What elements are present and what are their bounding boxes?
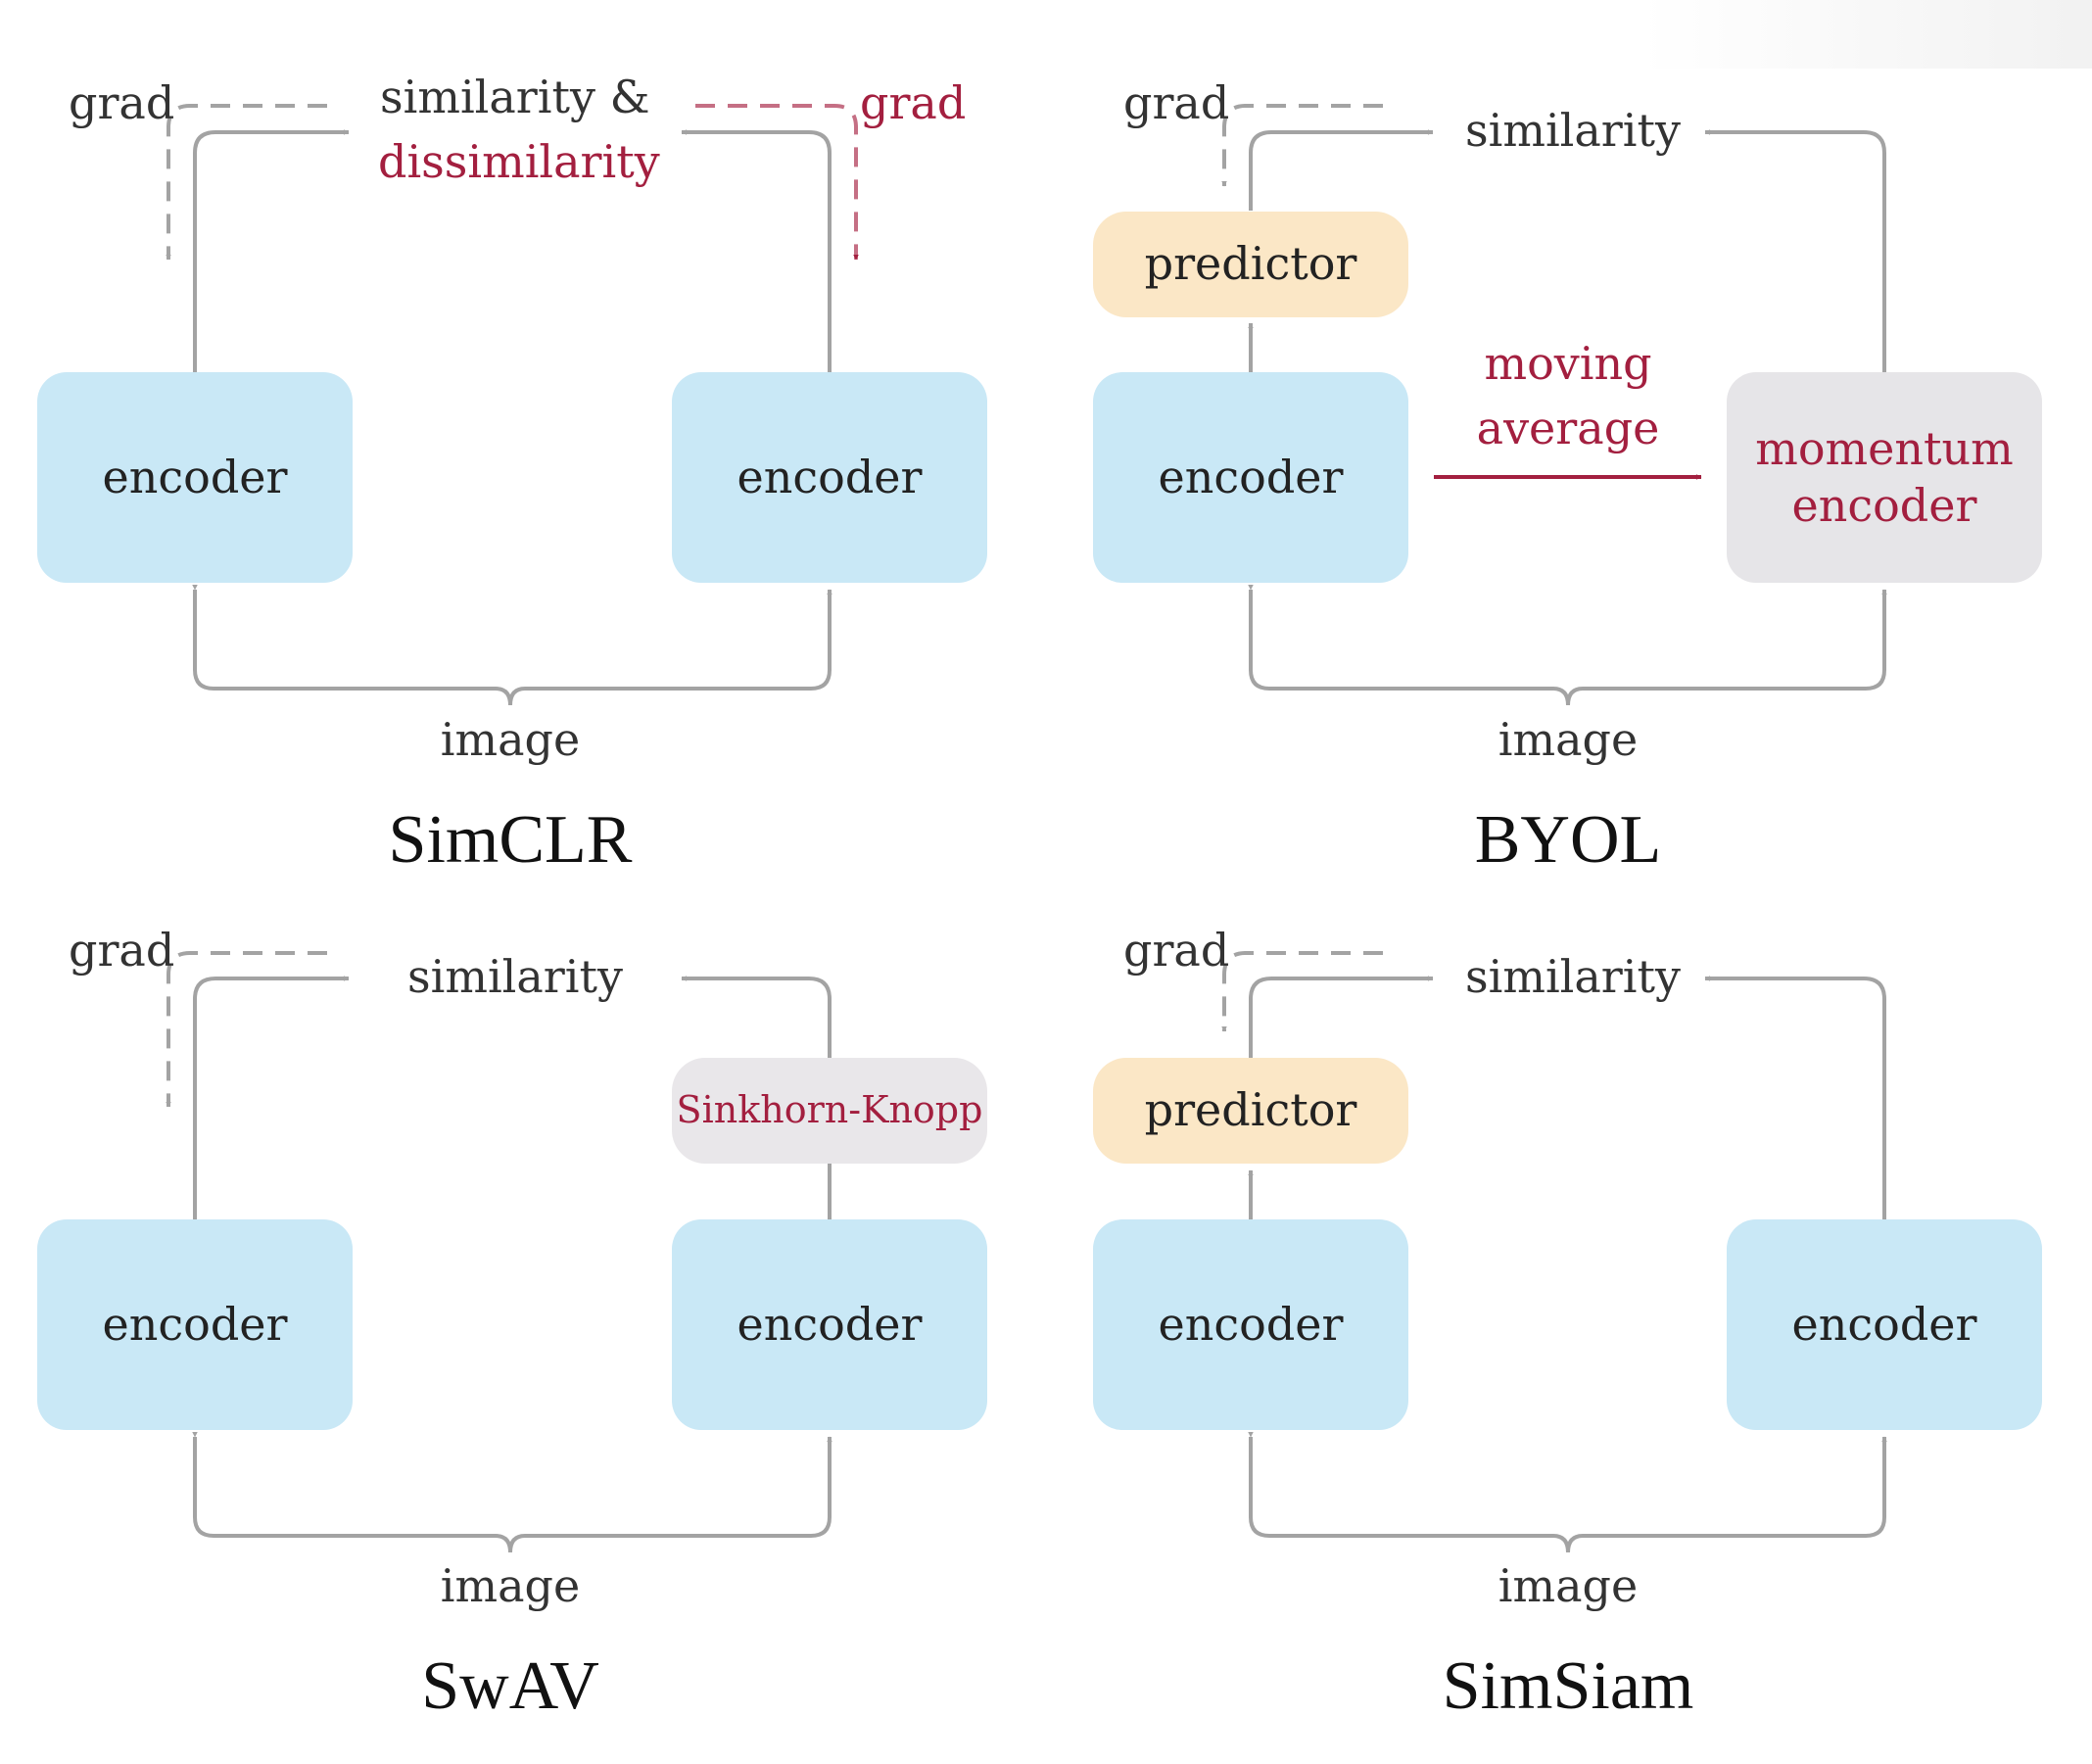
swav-grad-label: grad <box>69 924 175 977</box>
byol-momentum-encoder-label: encoder <box>1791 478 1977 532</box>
simclr-grad-label-left: grad <box>69 76 175 129</box>
byol-momentum-label: momentum <box>1755 422 2014 475</box>
simsiam-right-to-similarity <box>1704 976 1886 1219</box>
swav-similarity-label: similarity <box>407 950 623 1003</box>
simsiam-title: SimSiam <box>1442 1648 1694 1724</box>
swav-sinkhorn-label: Sinkhorn-Knopp <box>676 1088 983 1132</box>
simclr-similarity-label: similarity & <box>380 71 650 123</box>
swav-image-label: image <box>440 1559 581 1612</box>
simclr-left-encoder: encoder <box>37 372 353 583</box>
simsiam-predictor: predictor <box>1093 1058 1408 1164</box>
simsiam-predictor-label: predictor <box>1144 1083 1357 1137</box>
simclr-title: SimCLR <box>388 802 633 878</box>
simsiam-predictor-to-similarity <box>1249 976 1434 1059</box>
simclr-grad-right-dashed <box>695 104 859 261</box>
byol-encoder-label: encoder <box>1158 450 1344 503</box>
byol-moving-label: moving <box>1484 337 1652 390</box>
byol-image-fork <box>1248 584 1887 706</box>
simclr-grad-left-dashed <box>166 104 327 261</box>
swav-title: SwAV <box>421 1648 599 1724</box>
swav-grad-dashed <box>166 951 327 1108</box>
byol-predictor-to-similarity <box>1249 129 1434 211</box>
simsiam-grad-dashed <box>1221 951 1383 1032</box>
swav-sinkhorn-knopp: Sinkhorn-Knopp <box>672 1058 987 1164</box>
simclr-image-fork <box>192 584 832 706</box>
simsiam-similarity-label: similarity <box>1465 950 1681 1003</box>
simclr-dissimilarity-label: dissimilarity <box>378 135 660 188</box>
swav-left-encoder-label: encoder <box>102 1297 288 1351</box>
simsiam-right-encoder: encoder <box>1727 1219 2042 1430</box>
byol-predictor: predictor <box>1093 212 1408 317</box>
byol-title: BYOL <box>1474 802 1662 878</box>
byol-average-label: average <box>1476 402 1660 454</box>
simsiam-left-encoder-label: encoder <box>1158 1297 1344 1351</box>
byol-predictor-label: predictor <box>1144 237 1357 291</box>
byol-encoder: encoder <box>1093 372 1408 583</box>
byol-image-label: image <box>1498 713 1639 766</box>
byol-momentum-encoder: momentum encoder <box>1727 372 2042 583</box>
simclr-right-encoder: encoder <box>672 372 987 583</box>
byol-similarity-label: similarity <box>1465 104 1681 157</box>
simsiam-image-fork <box>1248 1431 1887 1553</box>
swav-right-encoder-label: encoder <box>737 1297 923 1351</box>
simsiam-right-encoder-label: encoder <box>1791 1297 1977 1351</box>
simclr-right-encoder-label: encoder <box>737 450 923 503</box>
simclr-image-label: image <box>440 713 581 766</box>
simclr-grad-label-right: grad <box>860 76 967 129</box>
watermark <box>1641 0 2092 69</box>
simclr-left-encoder-label: encoder <box>102 450 288 503</box>
simclr-left-up-arrow <box>193 129 350 372</box>
simclr-right-up-arrow <box>681 129 832 372</box>
swav-right-encoder: encoder <box>672 1219 987 1430</box>
swav-left-up-arrow <box>193 976 350 1219</box>
simsiam-connectors <box>1221 951 1887 1553</box>
byol-grad-dashed <box>1221 104 1383 187</box>
swav-image-fork <box>192 1431 832 1553</box>
simsiam-grad-label: grad <box>1123 924 1230 977</box>
simclr-connectors <box>166 104 832 706</box>
simsiam-left-encoder: encoder <box>1093 1219 1408 1430</box>
byol-connectors <box>1221 104 1887 706</box>
swav-left-encoder: encoder <box>37 1219 353 1430</box>
swav-right-up-arrow <box>681 976 832 1219</box>
byol-momentum-to-similarity <box>1704 129 1886 372</box>
simsiam-image-label: image <box>1498 1559 1639 1612</box>
byol-grad-label: grad <box>1123 76 1230 129</box>
swav-connectors <box>166 951 832 1553</box>
